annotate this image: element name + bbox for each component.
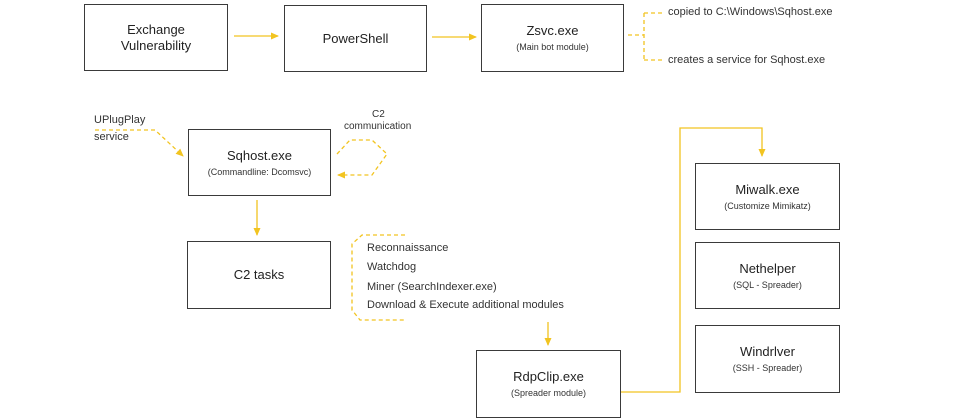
rdpclip-title: RdpClip.exe xyxy=(513,369,584,384)
windriver-box: Windrlver (SSH - Spreader) xyxy=(695,325,840,393)
exchange-vulnerability-box: Exchange Vulnerability xyxy=(84,4,228,71)
uplugplay-label-line2: service xyxy=(94,131,129,143)
nethelper-subtitle: (SQL - Spreader) xyxy=(733,279,802,290)
sqhost-subtitle: (Commandline: Dcomsvc) xyxy=(207,166,312,177)
c2tasks-list-bracket xyxy=(351,234,405,321)
arrow-rdpclip-to-miwalk xyxy=(621,127,766,393)
c2-task-item: Miner (SearchIndexer.exe) xyxy=(367,281,497,293)
creates-service-annotation: creates a service for Sqhost.exe xyxy=(668,54,826,66)
uplugplay-label-line1: UPlugPlay xyxy=(94,114,146,126)
rdpclip-box: RdpClip.exe (Spreader module) xyxy=(476,350,621,418)
zsvc-box: Zsvc.exe (Main bot module) xyxy=(481,4,624,72)
copied-to-annotation: copied to C:\Windows\Sqhost.exe xyxy=(668,6,833,18)
nethelper-title: Nethelper xyxy=(739,260,796,276)
c2-communication-label-line1: C2 xyxy=(372,109,385,120)
miwalk-box: Miwalk.exe (Customize Mimikatz) xyxy=(695,163,840,230)
zsvc-annotation-bracket xyxy=(628,12,664,61)
arrow-uplugplay-to-sqhost xyxy=(95,129,184,157)
powershell-box: PowerShell xyxy=(284,5,427,72)
arrow-c2-communication-loop xyxy=(336,139,388,179)
zsvc-title: Zsvc.exe xyxy=(526,23,579,38)
exchange-vulnerability-title: Exchange Vulnerability xyxy=(120,21,192,53)
miwalk-subtitle: (Customize Mimikatz) xyxy=(724,200,811,211)
c2-task-item: Watchdog xyxy=(367,261,417,273)
c2-task-item: Reconnaissance xyxy=(367,242,449,254)
c2-tasks-title: C2 tasks xyxy=(233,267,285,282)
c2-tasks-box: C2 tasks xyxy=(187,241,331,309)
c2-communication-label-line2: communication xyxy=(344,121,412,132)
windriver-title: Windrlver xyxy=(740,344,795,359)
nethelper-box: Nethelper (SQL - Spreader) xyxy=(695,242,840,309)
zsvc-subtitle: (Main bot module) xyxy=(516,42,589,52)
miwalk-title: Miwalk.exe xyxy=(735,181,800,197)
rdpclip-subtitle: (Spreader module) xyxy=(510,388,587,398)
c2-task-item: Download & Execute additional modules xyxy=(367,299,564,311)
windriver-subtitle: (SSH - Spreader) xyxy=(732,363,803,373)
sqhost-title: Sqhost.exe xyxy=(226,147,293,163)
sqhost-box: Sqhost.exe (Commandline: Dcomsvc) xyxy=(188,129,331,196)
powershell-title: PowerShell xyxy=(322,30,389,46)
